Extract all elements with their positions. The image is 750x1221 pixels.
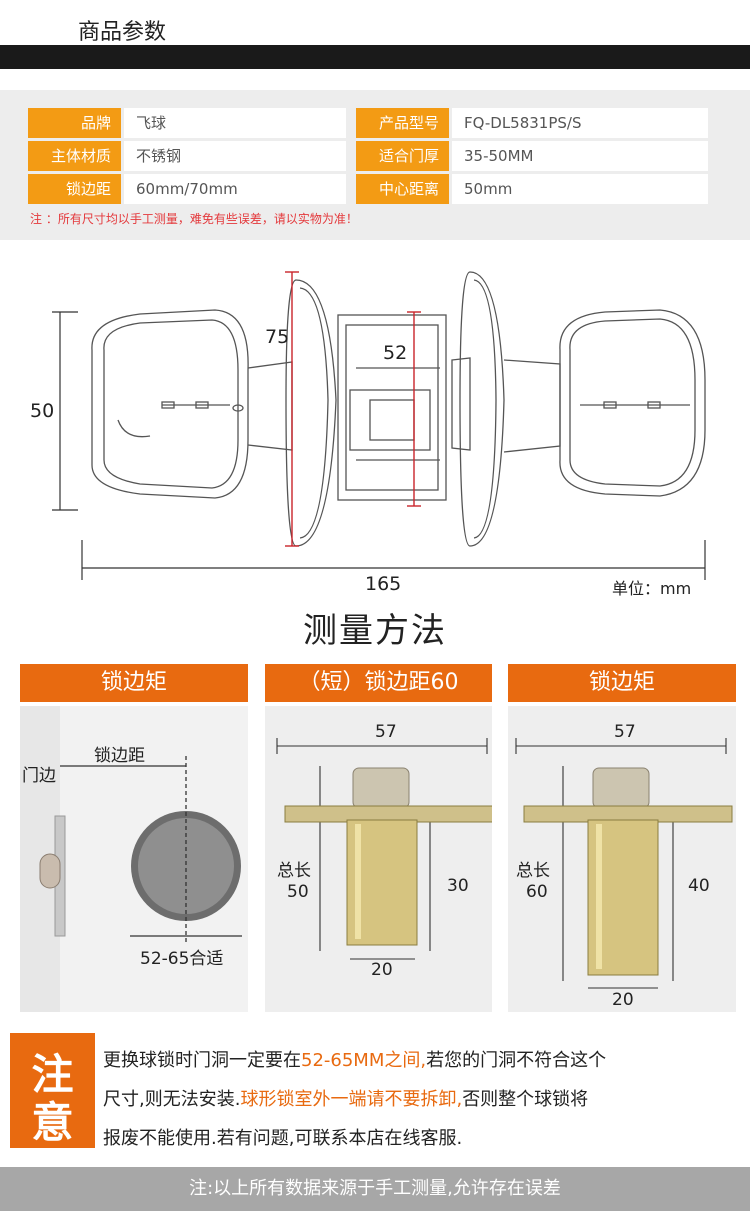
- spec-note: 注 ：所有尺寸均以手工测量，难免有些误差，请以实物为准！: [30, 212, 358, 226]
- spec-label-backset: 锁边距: [28, 174, 121, 204]
- dim-knob-height: 50: [30, 400, 55, 422]
- card-title-backset: 锁边矩: [20, 664, 248, 702]
- notice-char-1: 注: [31, 1050, 74, 1099]
- dim-side-length-long: 40: [688, 876, 710, 896]
- dim-side-length: 30: [447, 876, 469, 896]
- measure-title: 测量方法: [303, 611, 447, 651]
- footer-disclaimer: 注:以上所有数据来源于手工测量,允许存在误差: [0, 1167, 750, 1211]
- notice-char-2: 意: [31, 1098, 74, 1147]
- dim-total-length: 165: [365, 573, 402, 595]
- spec-value-material: 不锈钢: [124, 141, 346, 171]
- card-latch-60: 57 总长 50 30 20: [265, 706, 494, 1012]
- label-door-edge: 门边: [22, 766, 56, 786]
- latch-70-drawing: [515, 738, 733, 989]
- dim-bottom-width-long: 20: [612, 990, 634, 1010]
- spec-label-brand: 品牌: [28, 108, 121, 138]
- dim-top-width: 57: [375, 722, 397, 742]
- notice-line-2: 尺寸,则无法安装.球形锁室外一端请不要拆卸,否则整个球锁将: [103, 1089, 589, 1110]
- spec-value-brand: 飞球: [124, 108, 346, 138]
- door-hole-drawing: [20, 706, 242, 1012]
- spec-value-door-thickness: 35-50MM: [452, 141, 708, 171]
- spec-table: 品牌 飞球 产品型号 FQ-DL5831PS/S 主体材质 不锈钢 适合门厚 3…: [0, 90, 750, 240]
- card-title-short-backset: （短）锁边距60: [265, 664, 492, 702]
- dim-bottom-width: 20: [371, 960, 393, 980]
- label-hole-range: 52-65合适: [140, 949, 224, 969]
- spec-value-center-distance: 50mm: [452, 174, 708, 204]
- lock-dimension-diagram: 75 52 50 165 单位：mm: [0, 250, 750, 600]
- dim-top-width-long: 57: [614, 722, 636, 742]
- dim-rose-diameter: 75: [265, 326, 290, 348]
- label-total-length: 总长: [277, 861, 311, 881]
- section-title-params: 商品参数: [78, 20, 167, 45]
- unit-label: 单位：mm: [612, 579, 692, 598]
- card-title-backset-long: 锁边矩: [508, 664, 736, 702]
- notice-line-3: 报废不能使用.若有问题,可联系本店在线客服.: [103, 1128, 463, 1149]
- dim-total-length-value-long: 60: [526, 882, 548, 902]
- spec-label-material: 主体材质: [28, 141, 121, 171]
- card-door-image: 门边 锁边距 52-65合适: [20, 706, 248, 1012]
- dim-total-length-value: 50: [287, 882, 309, 902]
- label-total-length-long: 总长: [516, 861, 550, 881]
- notice-line-1: 更换球锁时门洞一定要在52-65MM之间,若您的门洞不符合这个: [103, 1050, 607, 1071]
- latch-60-drawing: [276, 738, 494, 960]
- spec-label-model: 产品型号: [356, 108, 449, 138]
- header-bar: [0, 45, 750, 69]
- spec-label-door-thickness: 适合门厚: [356, 141, 449, 171]
- card-latch-70: 57 总长 60 40 20: [508, 706, 736, 1012]
- spec-value-model: FQ-DL5831PS/S: [452, 108, 708, 138]
- notice-highlight-1: 52-65MM之间,: [301, 1050, 427, 1071]
- lock-drawing: [52, 271, 706, 580]
- dim-latch-height: 52: [383, 342, 408, 364]
- label-backset: 锁边距: [94, 746, 145, 766]
- notice-highlight-2: 球形锁室外一端请不要拆卸,: [240, 1089, 463, 1110]
- spec-value-backset: 60mm/70mm: [124, 174, 346, 204]
- spec-label-center-distance: 中心距离: [356, 174, 449, 204]
- notice-badge: 注 意: [10, 1033, 95, 1148]
